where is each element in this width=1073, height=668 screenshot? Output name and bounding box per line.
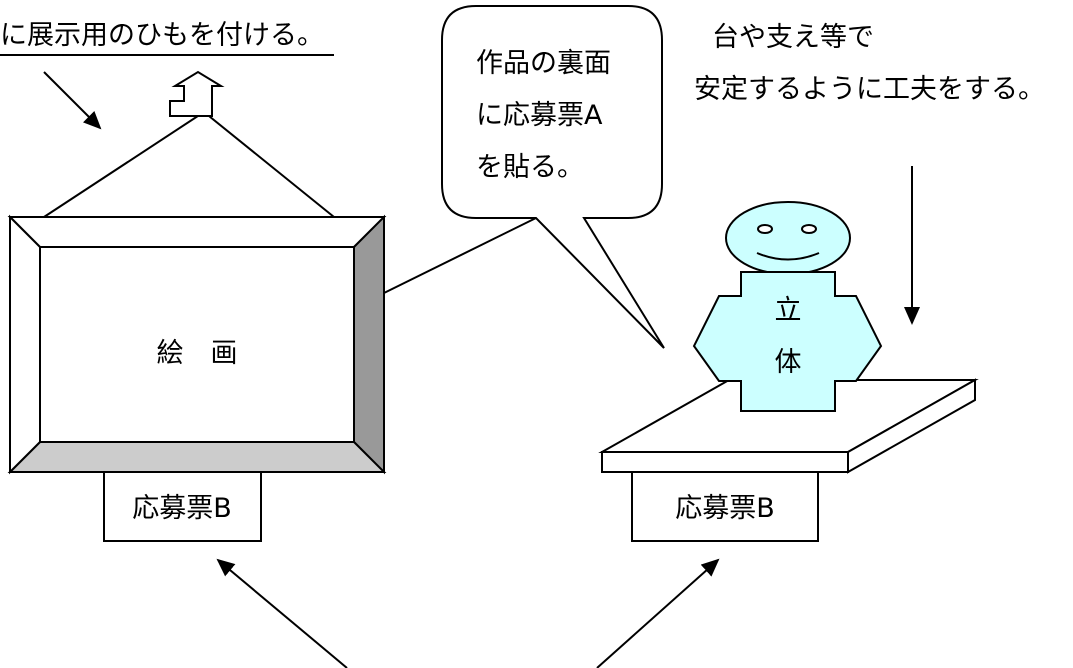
stand-note: 台や支え等で 安定するように工夫をする。: [694, 12, 1045, 116]
sculpture: [692, 201, 883, 412]
entry-slip-left-label: 応募票B: [132, 493, 232, 524]
speech-bubble-line-3: を貼る。: [476, 152, 584, 183]
speech-bubble-line-2: に応募票A: [476, 100, 603, 131]
entry-slip-left-box: [103, 471, 262, 542]
hanging-string-note: に展示用のひもを付ける。: [0, 20, 324, 51]
entry-slip-right-box: [631, 471, 819, 542]
speech-bubble-text: 作品の裏面 に応募票A を貼る。: [476, 38, 611, 194]
painting-frame: [7, 214, 387, 475]
sculpture-label-1: 立: [775, 295, 802, 326]
display-stand: [598, 378, 979, 474]
hook-arrow-icon: [169, 70, 225, 117]
hanging-note-underline: [0, 54, 334, 56]
stand-note-line-2: 安定するように工夫をする。: [694, 74, 1045, 105]
speech-bubble: [441, 5, 665, 349]
hanging-string: [43, 111, 335, 218]
entry-slip-right-label: 応募票B: [675, 493, 775, 524]
sculpture-label-2: 体: [775, 347, 802, 378]
speech-bubble-line-1: 作品の裏面: [476, 48, 611, 79]
stand-note-line-1: 台や支え等で: [712, 22, 874, 53]
hanging-note-arrow: [43, 71, 102, 130]
entry-slip-left-arrow: [216, 558, 348, 668]
smiley-face: [756, 224, 820, 261]
painting-label: 絵 画: [157, 338, 238, 369]
speech-bubble-pointer: [383, 217, 537, 294]
entry-slip-right-arrow: [596, 558, 720, 668]
